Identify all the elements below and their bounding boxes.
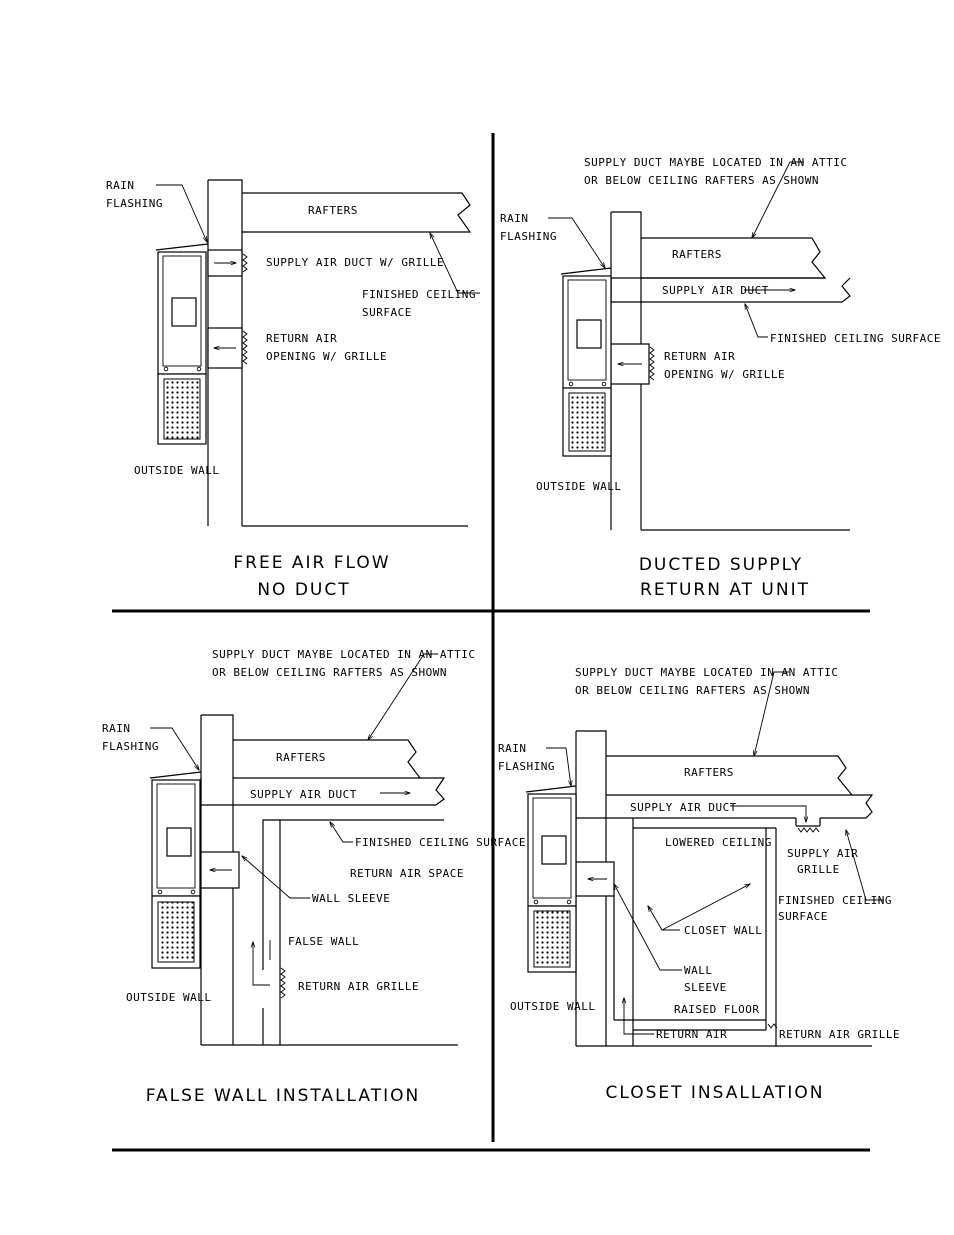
return-grille (280, 967, 286, 999)
label-lowered-ceiling: LOWERED CEILING (665, 836, 772, 849)
label-flashing: FLASHING (106, 197, 163, 210)
label-rafters: RAFTERS (672, 248, 722, 261)
label-rafters: RAFTERS (684, 766, 734, 779)
condenser-grille (568, 392, 606, 452)
label-supply-duct: SUPPLY AIR DUCT (662, 284, 769, 297)
label-flashing: FLASHING (498, 760, 555, 773)
label-rain: RAIN (102, 722, 131, 735)
label-rafters: RAFTERS (276, 751, 326, 764)
label-false-wall: FALSE WALL (288, 935, 359, 948)
control-panel (171, 297, 197, 327)
caption-free-air-flow: FREE AIR FLOW (233, 553, 390, 573)
label-outside-wall: OUTSIDE WALL (126, 991, 211, 1004)
label-rain: RAIN (106, 179, 135, 192)
label-note-1: SUPPLY DUCT MAYBE LOCATED IN AN ATTIC (584, 156, 848, 169)
label-outside-wall: OUTSIDE WALL (536, 480, 621, 493)
label-outside-wall: OUTSIDE WALL (510, 1000, 595, 1013)
supply-duct (200, 777, 446, 806)
label-note-2: OR BELOW CEILING RAFTERS AS SHOWN (584, 174, 819, 187)
ac-unit (149, 771, 202, 969)
label-finished-ceiling: FINISHED CEILING (778, 894, 892, 907)
label-note-2: OR BELOW CEILING RAFTERS AS SHOWN (575, 684, 810, 697)
panel-ducted-supply: SUPPLY DUCT MAYBE LOCATED IN AN ATTIC OR… (500, 156, 941, 600)
control-panel (541, 835, 567, 865)
label-supply-duct: SUPPLY AIR DUCT (250, 788, 357, 801)
label-grille: GRILLE (797, 863, 840, 876)
label-flashing: FLASHING (500, 230, 557, 243)
panel-closet: SUPPLY DUCT MAYBE LOCATED IN AN ATTIC OR… (498, 666, 900, 1103)
label-supply-duct: SUPPLY AIR DUCT W/ GRILLE (266, 256, 444, 269)
ac-unit (560, 267, 612, 457)
label-return-opening: OPENING W/ GRILLE (664, 368, 785, 381)
label-return-opening: OPENING W/ GRILLE (266, 350, 387, 363)
label-finished-ceiling: FINISHED CEILING (362, 288, 476, 301)
supply-grille (795, 818, 821, 827)
label-return-air: RETURN AIR (266, 332, 337, 345)
label-flashing: FLASHING (102, 740, 159, 753)
condenser-grille (163, 378, 201, 440)
panel-free-air-flow: RAIN FLASHING RAFTERS SUPPLY AIR DUCT W/… (106, 179, 480, 600)
label-note-1: SUPPLY DUCT MAYBE LOCATED IN AN ATTIC (575, 666, 839, 679)
condenser-grille (157, 901, 195, 963)
label-return-air: RETURN AIR (656, 1028, 727, 1041)
return-grille (767, 1023, 778, 1029)
label-rain: RAIN (500, 212, 529, 225)
control-panel (166, 827, 192, 857)
label-supply-duct: SUPPLY AIR DUCT (630, 801, 737, 814)
label-rafters: RAFTERS (308, 204, 358, 217)
caption-return-at-unit: RETURN AT UNIT (640, 580, 810, 600)
false-wall (262, 819, 444, 1045)
label-wall: WALL (684, 964, 713, 977)
label-return-air-grille: RETURN AIR GRILLE (298, 980, 419, 993)
control-panel (576, 319, 602, 349)
label-raised-floor: RAISED FLOOR (674, 1003, 759, 1016)
caption-no-duct: NO DUCT (257, 580, 350, 600)
caption-ducted-supply: DUCTED SUPPLY (639, 555, 803, 575)
label-finished-ceiling: FINISHED CEILING SURFACE (355, 836, 526, 849)
caption-closet: CLOSET INSALLATION (605, 1083, 824, 1103)
label-return-air-space: RETURN AIR SPACE (350, 867, 464, 880)
label-surface: SURFACE (362, 306, 412, 319)
label-wall-sleeve: WALL SLEEVE (312, 892, 390, 905)
rafters (233, 739, 422, 779)
ac-unit (525, 785, 577, 973)
label-note-2: OR BELOW CEILING RAFTERS AS SHOWN (212, 666, 447, 679)
label-outside-wall: OUTSIDE WALL (134, 464, 219, 477)
label-return-air: RETURN AIR (664, 350, 735, 363)
label-finished-ceiling: FINISHED CEILING SURFACE (770, 332, 941, 345)
rafters (641, 237, 827, 279)
label-surface: SURFACE (778, 910, 828, 923)
caption-false-wall: FALSE WALL INSTALLATION (146, 1086, 420, 1106)
label-sleeve: SLEEVE (684, 981, 727, 994)
label-note-1: SUPPLY DUCT MAYBE LOCATED IN AN ATTIC (212, 648, 476, 661)
label-closet-wall: CLOSET WALL (684, 924, 762, 937)
label-supply-air: SUPPLY AIR (787, 847, 858, 860)
ac-unit (155, 243, 209, 445)
rafters (606, 755, 854, 796)
label-return-air-grille: RETURN AIR GRILLE (779, 1028, 900, 1041)
panel-false-wall: SUPPLY DUCT MAYBE LOCATED IN AN ATTIC OR… (102, 648, 526, 1106)
condenser-grille (533, 910, 571, 968)
label-rain: RAIN (498, 742, 527, 755)
